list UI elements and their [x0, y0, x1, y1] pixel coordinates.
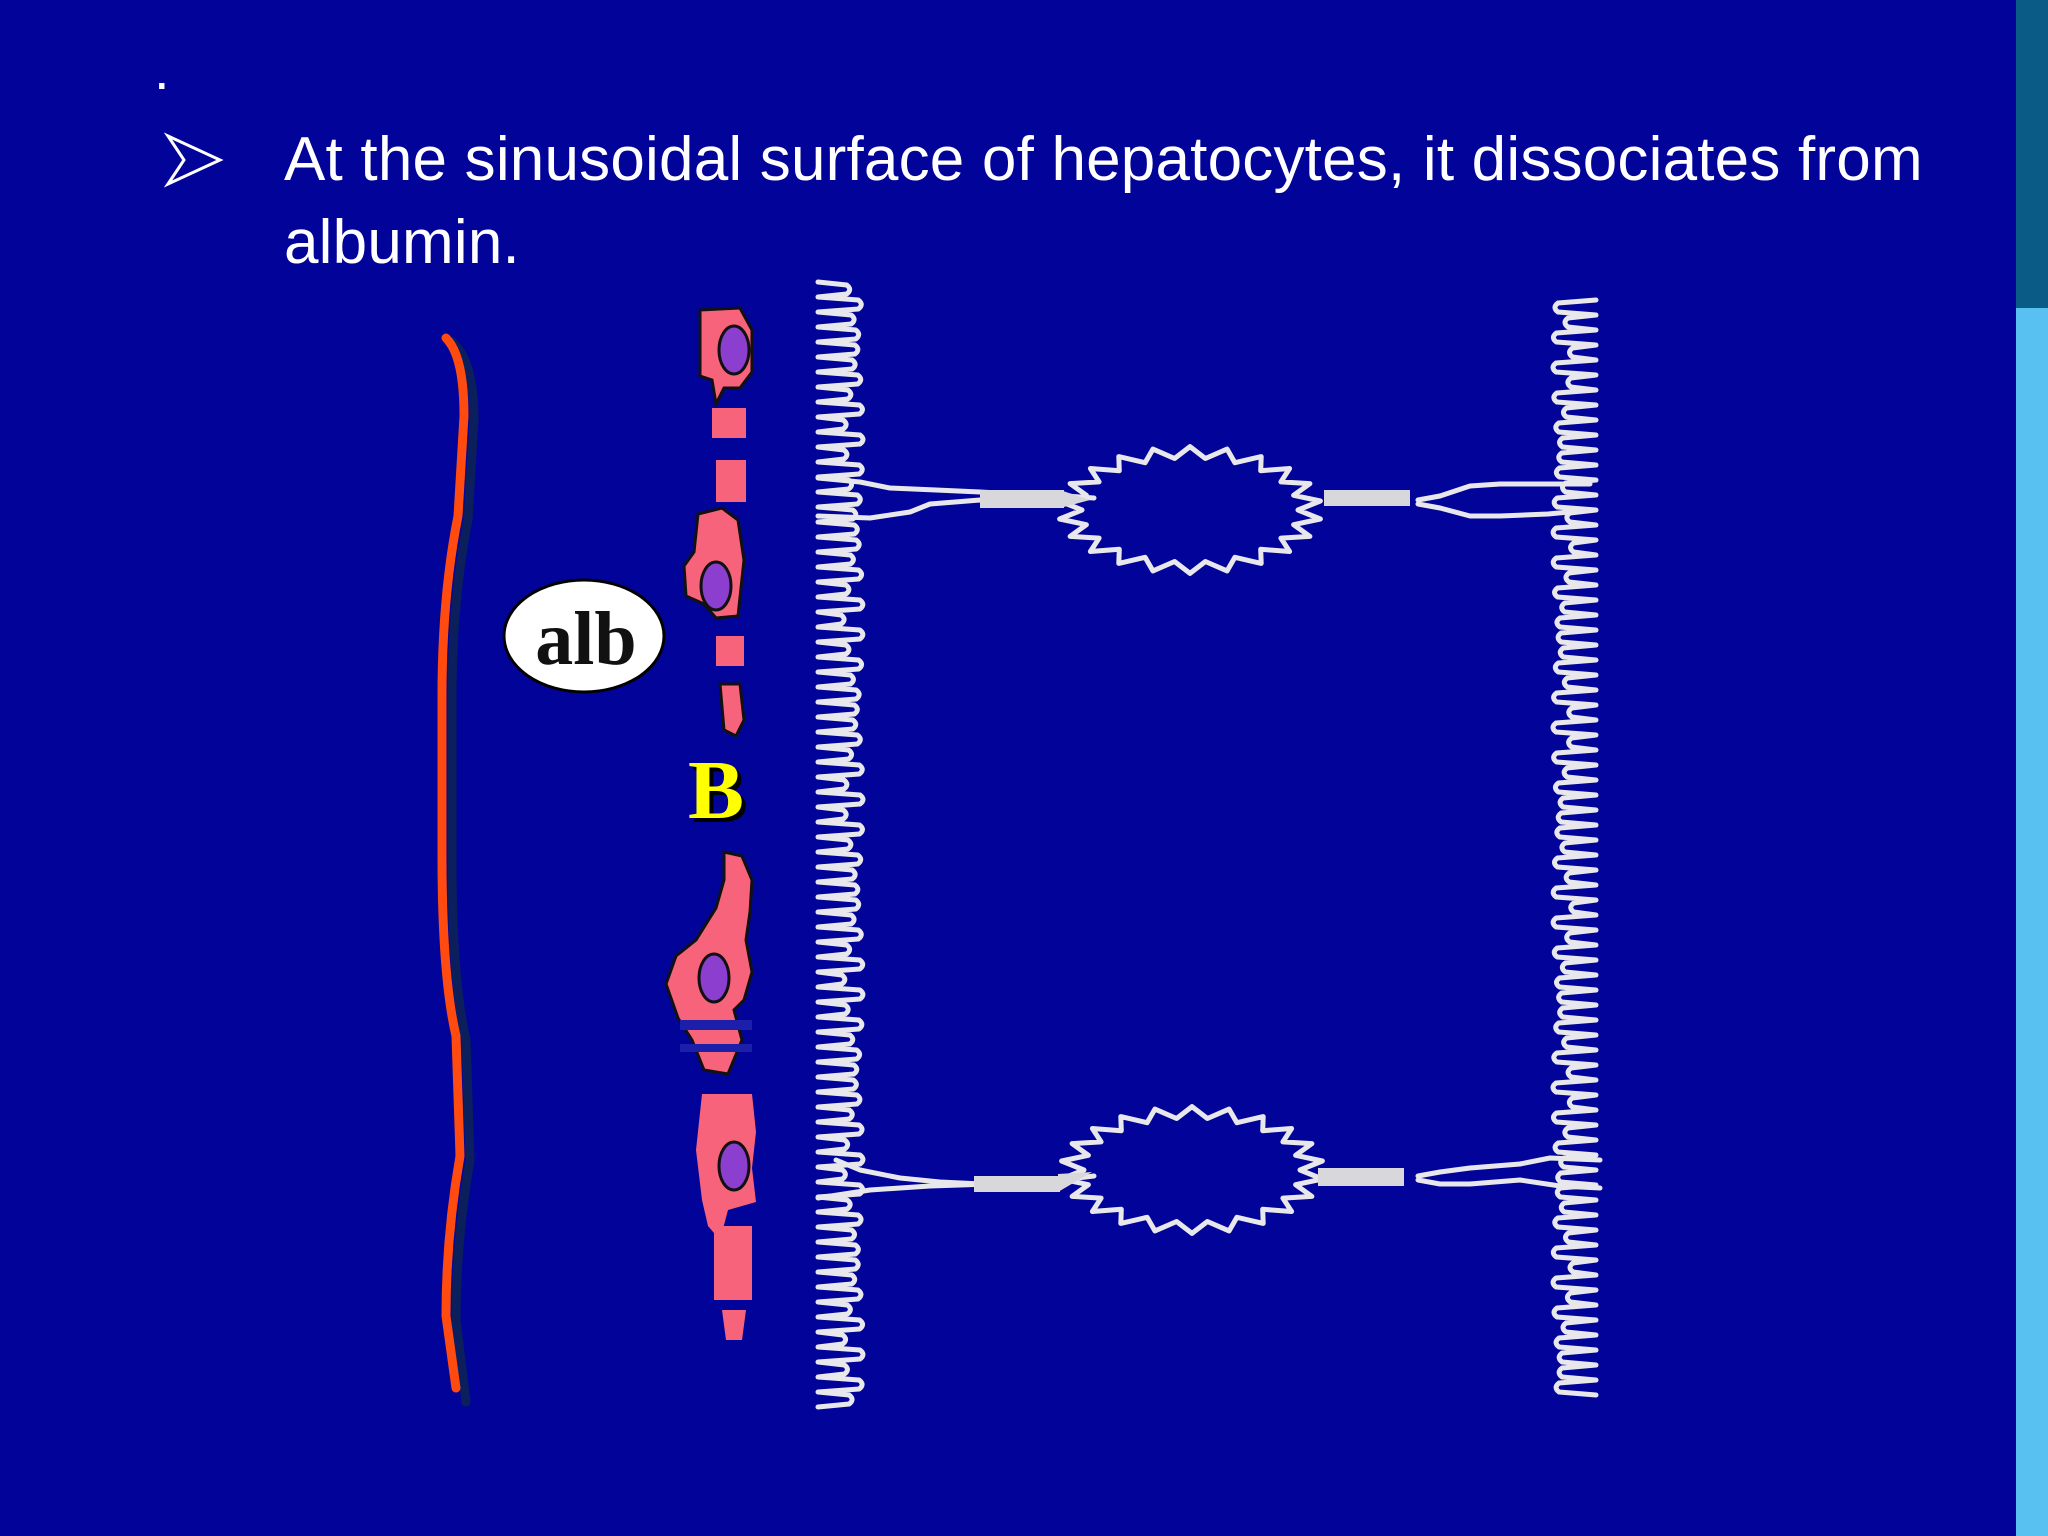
bilirubin: B B [688, 744, 748, 841]
accent-strip-dark [2016, 0, 2048, 308]
endothelial-fragment [718, 682, 746, 739]
hepatocyte-membranes [815, 279, 1603, 1410]
bilirubin-label: B [688, 744, 744, 837]
svg-text:B: B [692, 748, 748, 841]
tight-junctions [974, 490, 1410, 1192]
sinusoid-wall [437, 333, 479, 1407]
albumin-molecule: alb [502, 578, 666, 694]
bile-canaliculus [1059, 1104, 1325, 1236]
tight-junction [980, 490, 1064, 508]
tight-junction [1318, 1168, 1404, 1186]
accent-strip-light [2016, 308, 2048, 1536]
hepatocyte-membrane-right [1550, 297, 1599, 1398]
hepatocyte-membrane-sinusoidal [815, 279, 866, 1410]
arrowhead-bullet-icon [164, 132, 224, 188]
endothelial-fragment [716, 460, 746, 502]
tight-junction [1324, 490, 1410, 506]
cell-stripes [680, 1020, 752, 1052]
nucleus [717, 324, 751, 376]
tight-junction [1058, 1172, 1092, 1192]
endothelial-fragment [722, 1310, 746, 1340]
endothelial-fragment [714, 1226, 752, 1300]
tight-junction [974, 1176, 1060, 1192]
nuclei [697, 324, 751, 1192]
cell-junction [1415, 481, 1593, 519]
endothelial-fragment [716, 636, 744, 666]
nucleus [699, 560, 733, 612]
bile-canaliculus [1057, 444, 1323, 576]
nucleus [697, 952, 731, 1004]
bullet-text: At the sinusoidal surface of hepatocytes… [284, 125, 1923, 277]
slide-marker: . [154, 38, 170, 101]
endothelial-fragment [712, 408, 746, 438]
bullet-point: At the sinusoidal surface of hepatocytes… [164, 118, 1924, 284]
albumin-label: alb [535, 597, 636, 681]
nucleus [717, 1140, 751, 1192]
tight-junction [1060, 490, 1090, 508]
cell-junction [1415, 1155, 1603, 1191]
